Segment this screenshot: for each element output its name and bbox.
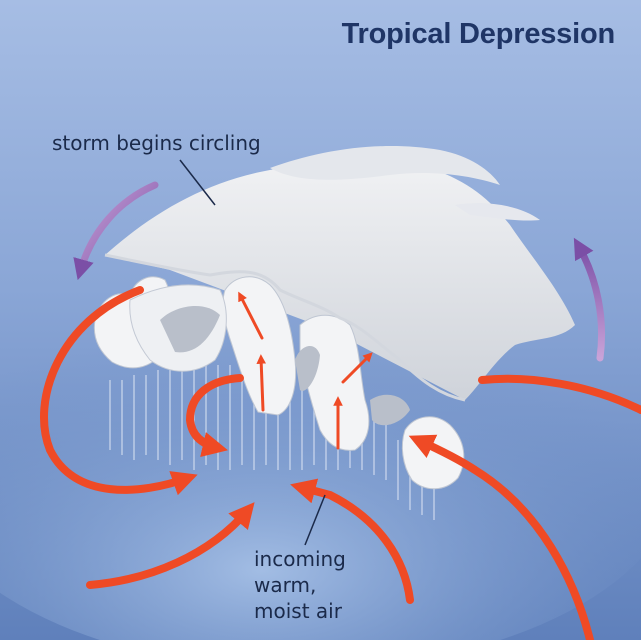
storm-circling-label: storm begins circling [52,130,261,156]
incoming-air-label-line2: warm, [254,572,346,598]
diagram-title: Tropical Depression [342,18,615,51]
incoming-air-label-line1: incoming [254,546,346,572]
incoming-air-label-line3: moist air [254,598,346,624]
incoming-air-label: incoming warm, moist air [254,546,346,624]
rising-arrow [261,358,263,410]
